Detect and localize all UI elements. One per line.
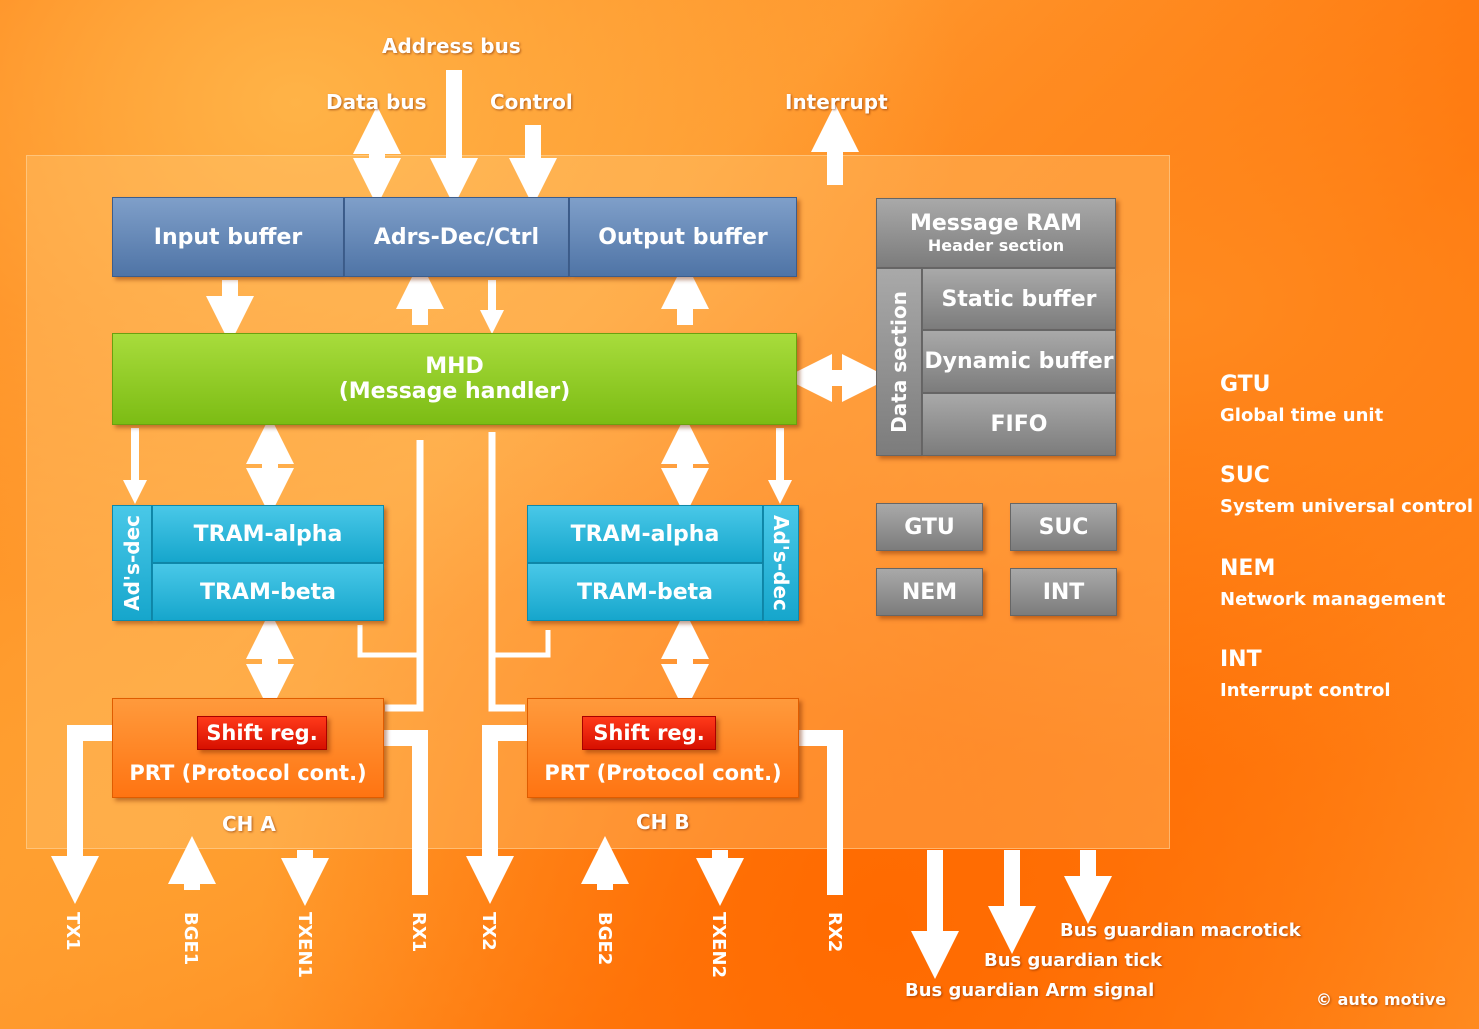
ch-a-prt-block: PRT (Protocol cont.) bbox=[112, 698, 384, 798]
data-bus-label: Data bus bbox=[326, 90, 427, 114]
static-buffer-block: Static buffer bbox=[922, 268, 1116, 330]
ch-a-adsdec-label: Ad's-dec bbox=[120, 515, 144, 611]
legend-gtu-desc: Global time unit bbox=[1220, 405, 1384, 426]
pin-bge2: BGE2 bbox=[594, 912, 615, 966]
ch-b-tram-alpha-block: TRAM-alpha bbox=[527, 505, 763, 563]
data-section-label: Data section bbox=[887, 291, 911, 433]
control-label: Control bbox=[490, 90, 573, 114]
pin-txen1: TXEN1 bbox=[294, 912, 315, 979]
fifo-block: FIFO bbox=[922, 393, 1116, 456]
mhd-block: MHD (Message handler) bbox=[112, 333, 797, 425]
legend-int-desc: Interrupt control bbox=[1220, 680, 1391, 701]
nem-block: NEM bbox=[876, 568, 983, 616]
pin-rx1: RX1 bbox=[408, 912, 429, 953]
ch-b-adsdec-label: Ad's-dec bbox=[769, 515, 793, 611]
message-ram-title: Message RAM bbox=[909, 211, 1083, 236]
mhd-subtitle: (Message handler) bbox=[338, 379, 571, 404]
gtu-block: GTU bbox=[876, 503, 983, 551]
header-section-label: Header section bbox=[927, 236, 1065, 255]
ch-a-tram-alpha-block: TRAM-alpha bbox=[152, 505, 384, 563]
ch-b-shift-reg-block: Shift reg. bbox=[582, 716, 716, 750]
int-block: INT bbox=[1010, 568, 1117, 616]
ch-b-label: CH B bbox=[636, 810, 690, 834]
ch-b-tram-beta-block: TRAM-beta bbox=[527, 563, 763, 621]
bus-guardian-macrotick-label: Bus guardian macrotick bbox=[1060, 920, 1301, 941]
interrupt-label: Interrupt bbox=[785, 90, 888, 114]
pin-bge1: BGE1 bbox=[180, 912, 201, 966]
input-buffer-block: Input buffer bbox=[112, 197, 344, 277]
copyright-logo: © auto motive bbox=[1316, 990, 1447, 1009]
mhd-title: MHD bbox=[425, 354, 484, 379]
ch-b-adsdec-block: Ad's-dec bbox=[763, 505, 799, 621]
output-buffer-block: Output buffer bbox=[569, 197, 797, 277]
adrs-dec-ctrl-block: Adrs-Dec/Ctrl bbox=[344, 197, 569, 277]
pin-txen2: TXEN2 bbox=[708, 912, 729, 979]
legend-nem-desc: Network management bbox=[1220, 589, 1446, 610]
dynamic-buffer-block: Dynamic buffer bbox=[922, 330, 1116, 393]
data-section-block: Data section bbox=[876, 268, 922, 456]
message-ram-header-block: Message RAM Header section bbox=[876, 198, 1116, 268]
ch-a-adsdec-block: Ad's-dec bbox=[112, 505, 152, 621]
legend-suc-abbr: SUC bbox=[1220, 463, 1270, 488]
suc-block: SUC bbox=[1010, 503, 1117, 551]
pin-tx1: TX1 bbox=[62, 912, 83, 951]
legend-gtu-abbr: GTU bbox=[1220, 372, 1271, 397]
bus-guardian-tick-label: Bus guardian tick bbox=[984, 950, 1162, 971]
pin-rx2: RX2 bbox=[824, 912, 845, 953]
bus-guardian-arm-label: Bus guardian Arm signal bbox=[905, 980, 1155, 1001]
pin-tx2: TX2 bbox=[478, 912, 499, 951]
ch-a-shift-reg-block: Shift reg. bbox=[197, 716, 327, 750]
address-bus-label: Address bus bbox=[382, 34, 521, 58]
ch-a-label: CH A bbox=[222, 812, 276, 836]
ch-a-tram-beta-block: TRAM-beta bbox=[152, 563, 384, 621]
legend-int-abbr: INT bbox=[1220, 647, 1262, 672]
legend-suc-desc: System universal control bbox=[1220, 496, 1474, 517]
legend-nem-abbr: NEM bbox=[1220, 556, 1276, 581]
